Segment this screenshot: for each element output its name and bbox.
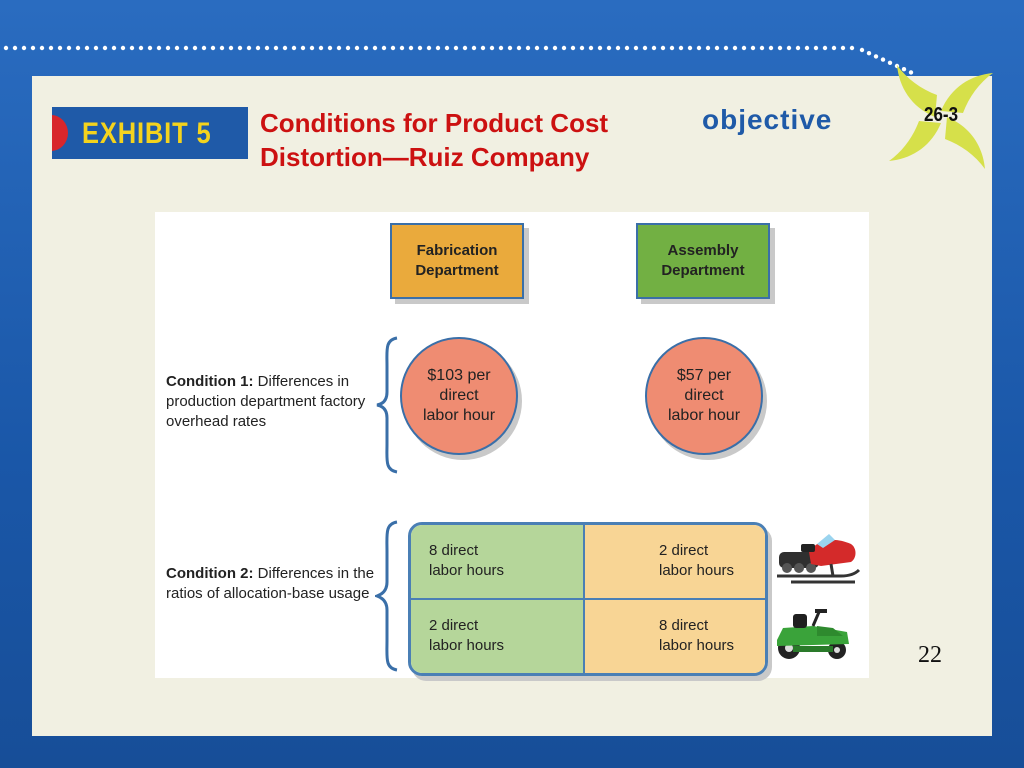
condition-1-brace — [376, 336, 398, 474]
fabrication-rate-circle: $103 per direct labor hour — [400, 337, 518, 455]
condition-1-text: Condition 1: Differences in production d… — [166, 372, 376, 432]
assembly-rate-label: $57 per direct labor hour — [667, 367, 741, 424]
fabrication-department-label: Fabrication Department — [415, 242, 499, 279]
snowmobile-icon — [777, 534, 861, 584]
mower-fabrication-hours: 2 direct labor hours — [411, 600, 583, 673]
diagram-figure: Fabrication Department Assembly Departme… — [155, 212, 869, 678]
condition-2-brace — [375, 520, 398, 672]
condition-1-description: Differences in production department fac… — [166, 373, 366, 430]
title-line-1: Conditions for Product Cost — [260, 108, 609, 138]
condition-2-heading: Condition 2: — [166, 565, 254, 582]
page-number: 22 — [918, 642, 942, 668]
riding-mower-icon — [777, 609, 849, 659]
condition-1-heading: Condition 1: — [166, 373, 254, 390]
assembly-department-box: Assembly Department — [636, 223, 770, 299]
assembly-rate-circle: $57 per direct labor hour — [645, 337, 763, 455]
objective-number: 26-3 — [924, 104, 959, 126]
exhibit-red-tab — [52, 115, 68, 151]
fabrication-rate-label: $103 per direct labor hour — [422, 367, 496, 424]
pinwheel-icon — [889, 65, 993, 169]
dotted-border-line — [3, 45, 914, 75]
assembly-department-label: Assembly Department — [661, 242, 745, 279]
grid-divider-horizontal — [411, 598, 765, 600]
condition-2-text: Condition 2: Differences in the ratios o… — [166, 564, 376, 604]
objective-label: objective — [702, 104, 833, 135]
exhibit-label: EXHIBIT 5 — [82, 117, 212, 150]
labor-hours-grid: 8 direct labor hours 2 direct labor hour… — [408, 522, 768, 676]
slide-title: Conditions for Product Cost Distortion—R… — [260, 106, 700, 174]
condition-2-description: Differences in the ratios of allocation-… — [166, 565, 375, 602]
snowmobile-fabrication-hours: 8 direct labor hours — [411, 525, 583, 598]
exhibit-badge: EXHIBIT 5 — [52, 107, 248, 159]
snowmobile-assembly-hours: 2 direct labor hours — [585, 525, 765, 598]
mower-assembly-hours: 8 direct labor hours — [585, 600, 765, 673]
fabrication-department-box: Fabrication Department — [390, 223, 524, 299]
title-line-2: Distortion—Ruiz Company — [260, 142, 590, 172]
